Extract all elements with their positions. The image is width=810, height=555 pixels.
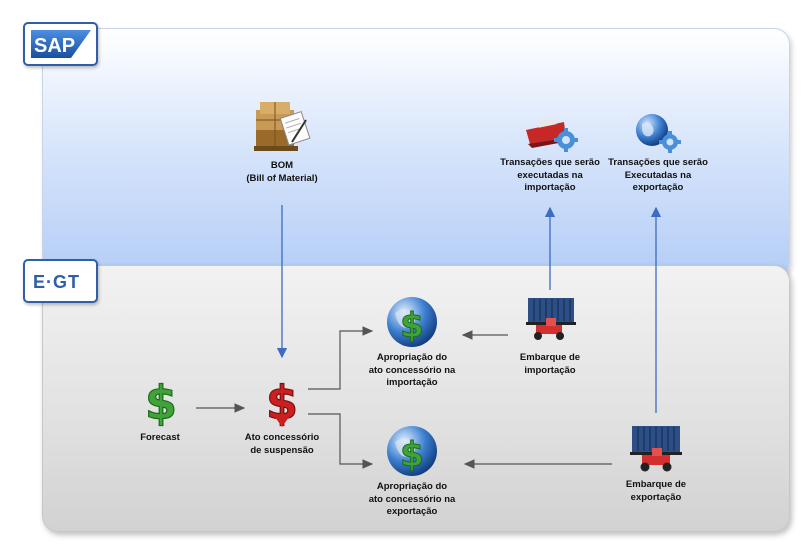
sap-logo-text: SAP	[34, 35, 75, 57]
ship-gear-icon	[524, 112, 580, 159]
bom-label: BOM (Bill of Material)	[246, 160, 318, 184]
trans-import-label: Transações que serão executadas na impor…	[500, 157, 600, 193]
svg-text:$: $	[400, 435, 424, 475]
aprop-import-label: Apropriação do ato concessório na import…	[368, 352, 456, 388]
globe-gear-icon	[634, 112, 682, 159]
bom-pallet-icon	[252, 100, 312, 157]
forecast-dollar-icon: $	[141, 375, 181, 432]
forecast-label: Forecast	[140, 432, 180, 443]
emb-export-label: Embarque de exportação	[625, 479, 687, 503]
emb-import-label: Embarque de importação	[519, 352, 581, 376]
aprop-export-label: Apropriação do ato concessório na export…	[368, 481, 456, 517]
svg-text:$: $	[145, 376, 177, 427]
svg-text:$: $	[400, 306, 424, 346]
sap-logo: SAP	[23, 22, 98, 66]
container-loader-import-icon	[522, 296, 578, 347]
ato-dollar-down-icon: $	[262, 375, 302, 436]
aprop-import-globe-icon: $	[385, 295, 439, 354]
ato-label: Ato concessório de suspensão	[244, 432, 320, 456]
container-loader-export-icon	[628, 424, 684, 479]
egt-logo-text: E·GT	[33, 272, 80, 292]
trans-export-label: Transações que serão Executadas na expor…	[608, 157, 708, 193]
egt-logo: E·GT	[23, 259, 98, 303]
aprop-export-globe-icon: $	[385, 424, 439, 483]
sap-panel	[42, 28, 790, 278]
